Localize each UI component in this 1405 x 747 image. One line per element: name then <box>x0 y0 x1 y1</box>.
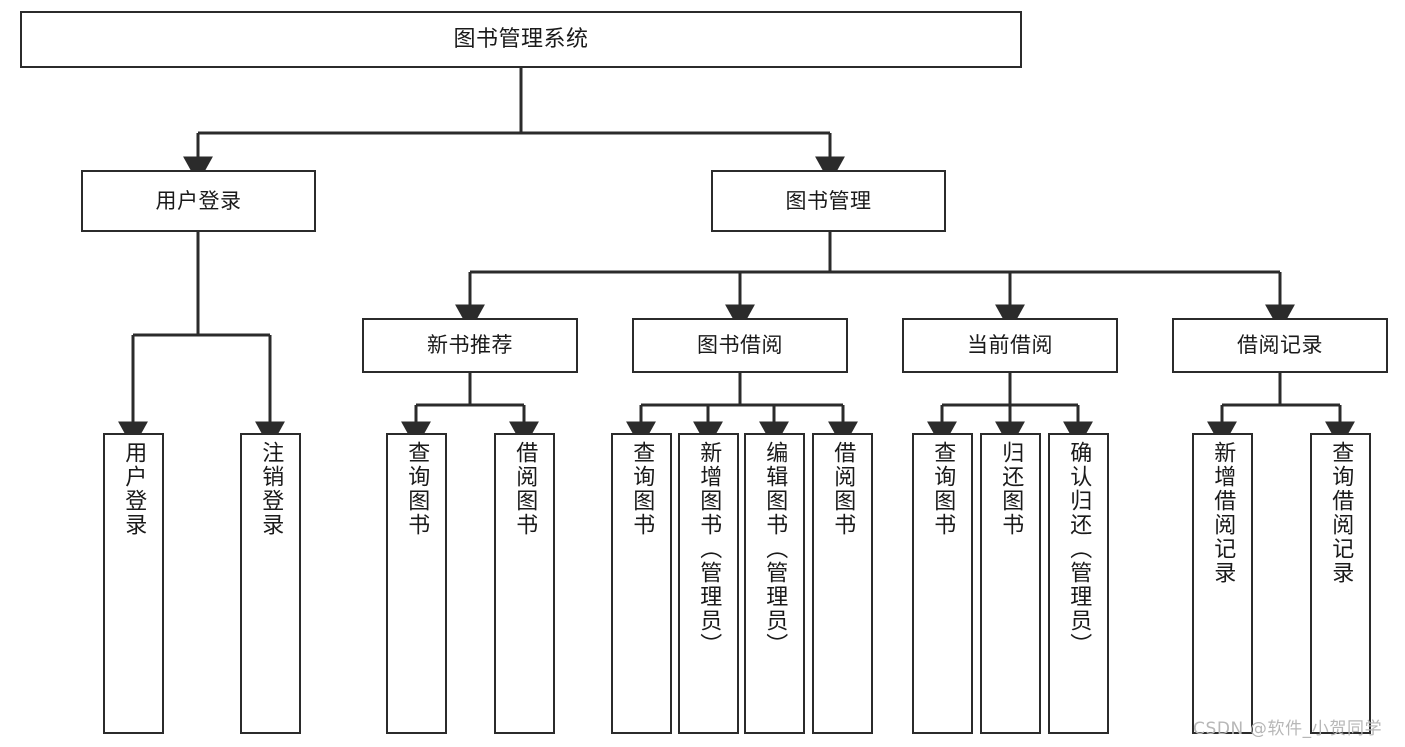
leaf-user-login-logout[interactable]: 注销登录 <box>240 433 301 734</box>
node-root[interactable]: 图书管理系统 <box>20 11 1022 68</box>
leaf-new-book-borrow[interactable]: 借阅图书 <box>494 433 555 734</box>
leaf-record-add[interactable]: 新增借阅记录 <box>1192 433 1253 734</box>
leaf-borrow-query-book-label: 查询图书 <box>629 441 655 537</box>
node-new-book-recommend[interactable]: 新书推荐 <box>362 318 578 373</box>
leaf-borrow-add-book-label: 新增图书（管理员） <box>696 441 722 657</box>
leaf-new-book-borrow-label: 借阅图书 <box>512 441 538 537</box>
node-current-borrow-label: 当前借阅 <box>967 333 1053 358</box>
node-borrow-record-label: 借阅记录 <box>1237 333 1323 358</box>
leaf-new-book-query[interactable]: 查询图书 <box>386 433 447 734</box>
leaf-borrow-edit-book-label: 编辑图书（管理员） <box>762 441 788 657</box>
leaf-borrow-borrow-book-label: 借阅图书 <box>830 441 856 537</box>
node-book-borrow-label: 图书借阅 <box>697 333 783 358</box>
node-root-label: 图书管理系统 <box>453 26 589 52</box>
watermark-text: CSDN @软件_小贺同学 <box>1193 719 1383 739</box>
node-book-manage-label: 图书管理 <box>785 188 872 213</box>
leaf-borrow-add-book[interactable]: 新增图书（管理员） <box>678 433 739 734</box>
leaf-current-return-book[interactable]: 归还图书 <box>980 433 1041 734</box>
node-book-borrow[interactable]: 图书借阅 <box>632 318 848 373</box>
node-new-book-recommend-label: 新书推荐 <box>427 333 513 358</box>
leaf-new-book-query-label: 查询图书 <box>404 441 430 537</box>
leaf-current-query-book-label: 查询图书 <box>930 441 956 537</box>
leaf-record-add-label: 新增借阅记录 <box>1210 441 1236 585</box>
leaf-record-query-label: 查询借阅记录 <box>1328 441 1354 585</box>
node-borrow-record[interactable]: 借阅记录 <box>1172 318 1388 373</box>
leaf-user-login-logout-label: 注销登录 <box>258 441 284 537</box>
leaf-record-query[interactable]: 查询借阅记录 <box>1310 433 1371 734</box>
node-user-login-label: 用户登录 <box>155 188 242 213</box>
leaf-user-login-login[interactable]: 用户登录 <box>103 433 164 734</box>
node-current-borrow[interactable]: 当前借阅 <box>902 318 1118 373</box>
leaf-borrow-query-book[interactable]: 查询图书 <box>611 433 672 734</box>
leaf-current-confirm-return[interactable]: 确认归还（管理员） <box>1048 433 1109 734</box>
leaf-current-query-book[interactable]: 查询图书 <box>912 433 973 734</box>
node-user-login[interactable]: 用户登录 <box>81 170 316 232</box>
leaf-borrow-borrow-book[interactable]: 借阅图书 <box>812 433 873 734</box>
leaf-current-return-book-label: 归还图书 <box>998 441 1024 537</box>
leaf-current-confirm-return-label: 确认归还（管理员） <box>1066 441 1092 657</box>
leaf-user-login-login-label: 用户登录 <box>121 441 147 537</box>
node-book-manage[interactable]: 图书管理 <box>711 170 946 232</box>
leaf-borrow-edit-book[interactable]: 编辑图书（管理员） <box>744 433 805 734</box>
